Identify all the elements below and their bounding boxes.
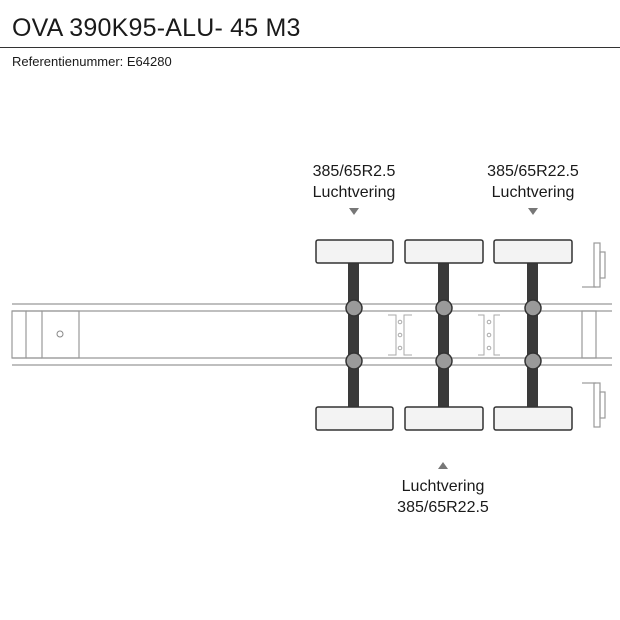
axle-2-tire: 385/65R22.5 [397,499,489,516]
axle-3-label: 385/65R22.5 Luchtvering [448,161,618,203]
axle-2-left-wheel [404,239,484,264]
axle-2-label: Luchtvering 385/65R22.5 [358,476,528,518]
axle-2 [404,239,484,431]
axle-1-tire: 385/65R2.5 [312,163,396,180]
axle-1-right-wheel [315,406,394,431]
axle-3-arrow-icon [528,208,538,215]
cross-member-2 [478,314,500,356]
axle-3-right-wheel [493,406,573,431]
axle-1-label: 385/65R2.5 Luchtvering [269,161,439,203]
axle-1 [315,239,394,431]
axle-1-left-wheel [315,239,394,264]
reference-number: Referentienummer: E64280 [12,54,172,69]
axle-2-right-wheel [404,406,484,431]
page-title: OVA 390K95-ALU- 45 M3 [12,14,301,42]
axle-3-tire: 385/65R22.5 [487,163,579,180]
axle-3 [493,239,573,431]
chassis-frame [11,303,612,366]
axle-1-arrow-icon [349,208,359,215]
axle-2-arrow-icon [438,462,448,469]
header-divider [0,47,620,48]
rear-bumper [581,242,606,428]
cross-member-1 [388,314,412,356]
kingpin-icon [56,330,64,338]
axle-3-suspension: Luchtvering [491,184,575,201]
axle-1-suspension: Luchtvering [312,184,396,201]
axle-2-suspension: Luchtvering [401,478,485,495]
axle-3-left-wheel [493,239,573,264]
